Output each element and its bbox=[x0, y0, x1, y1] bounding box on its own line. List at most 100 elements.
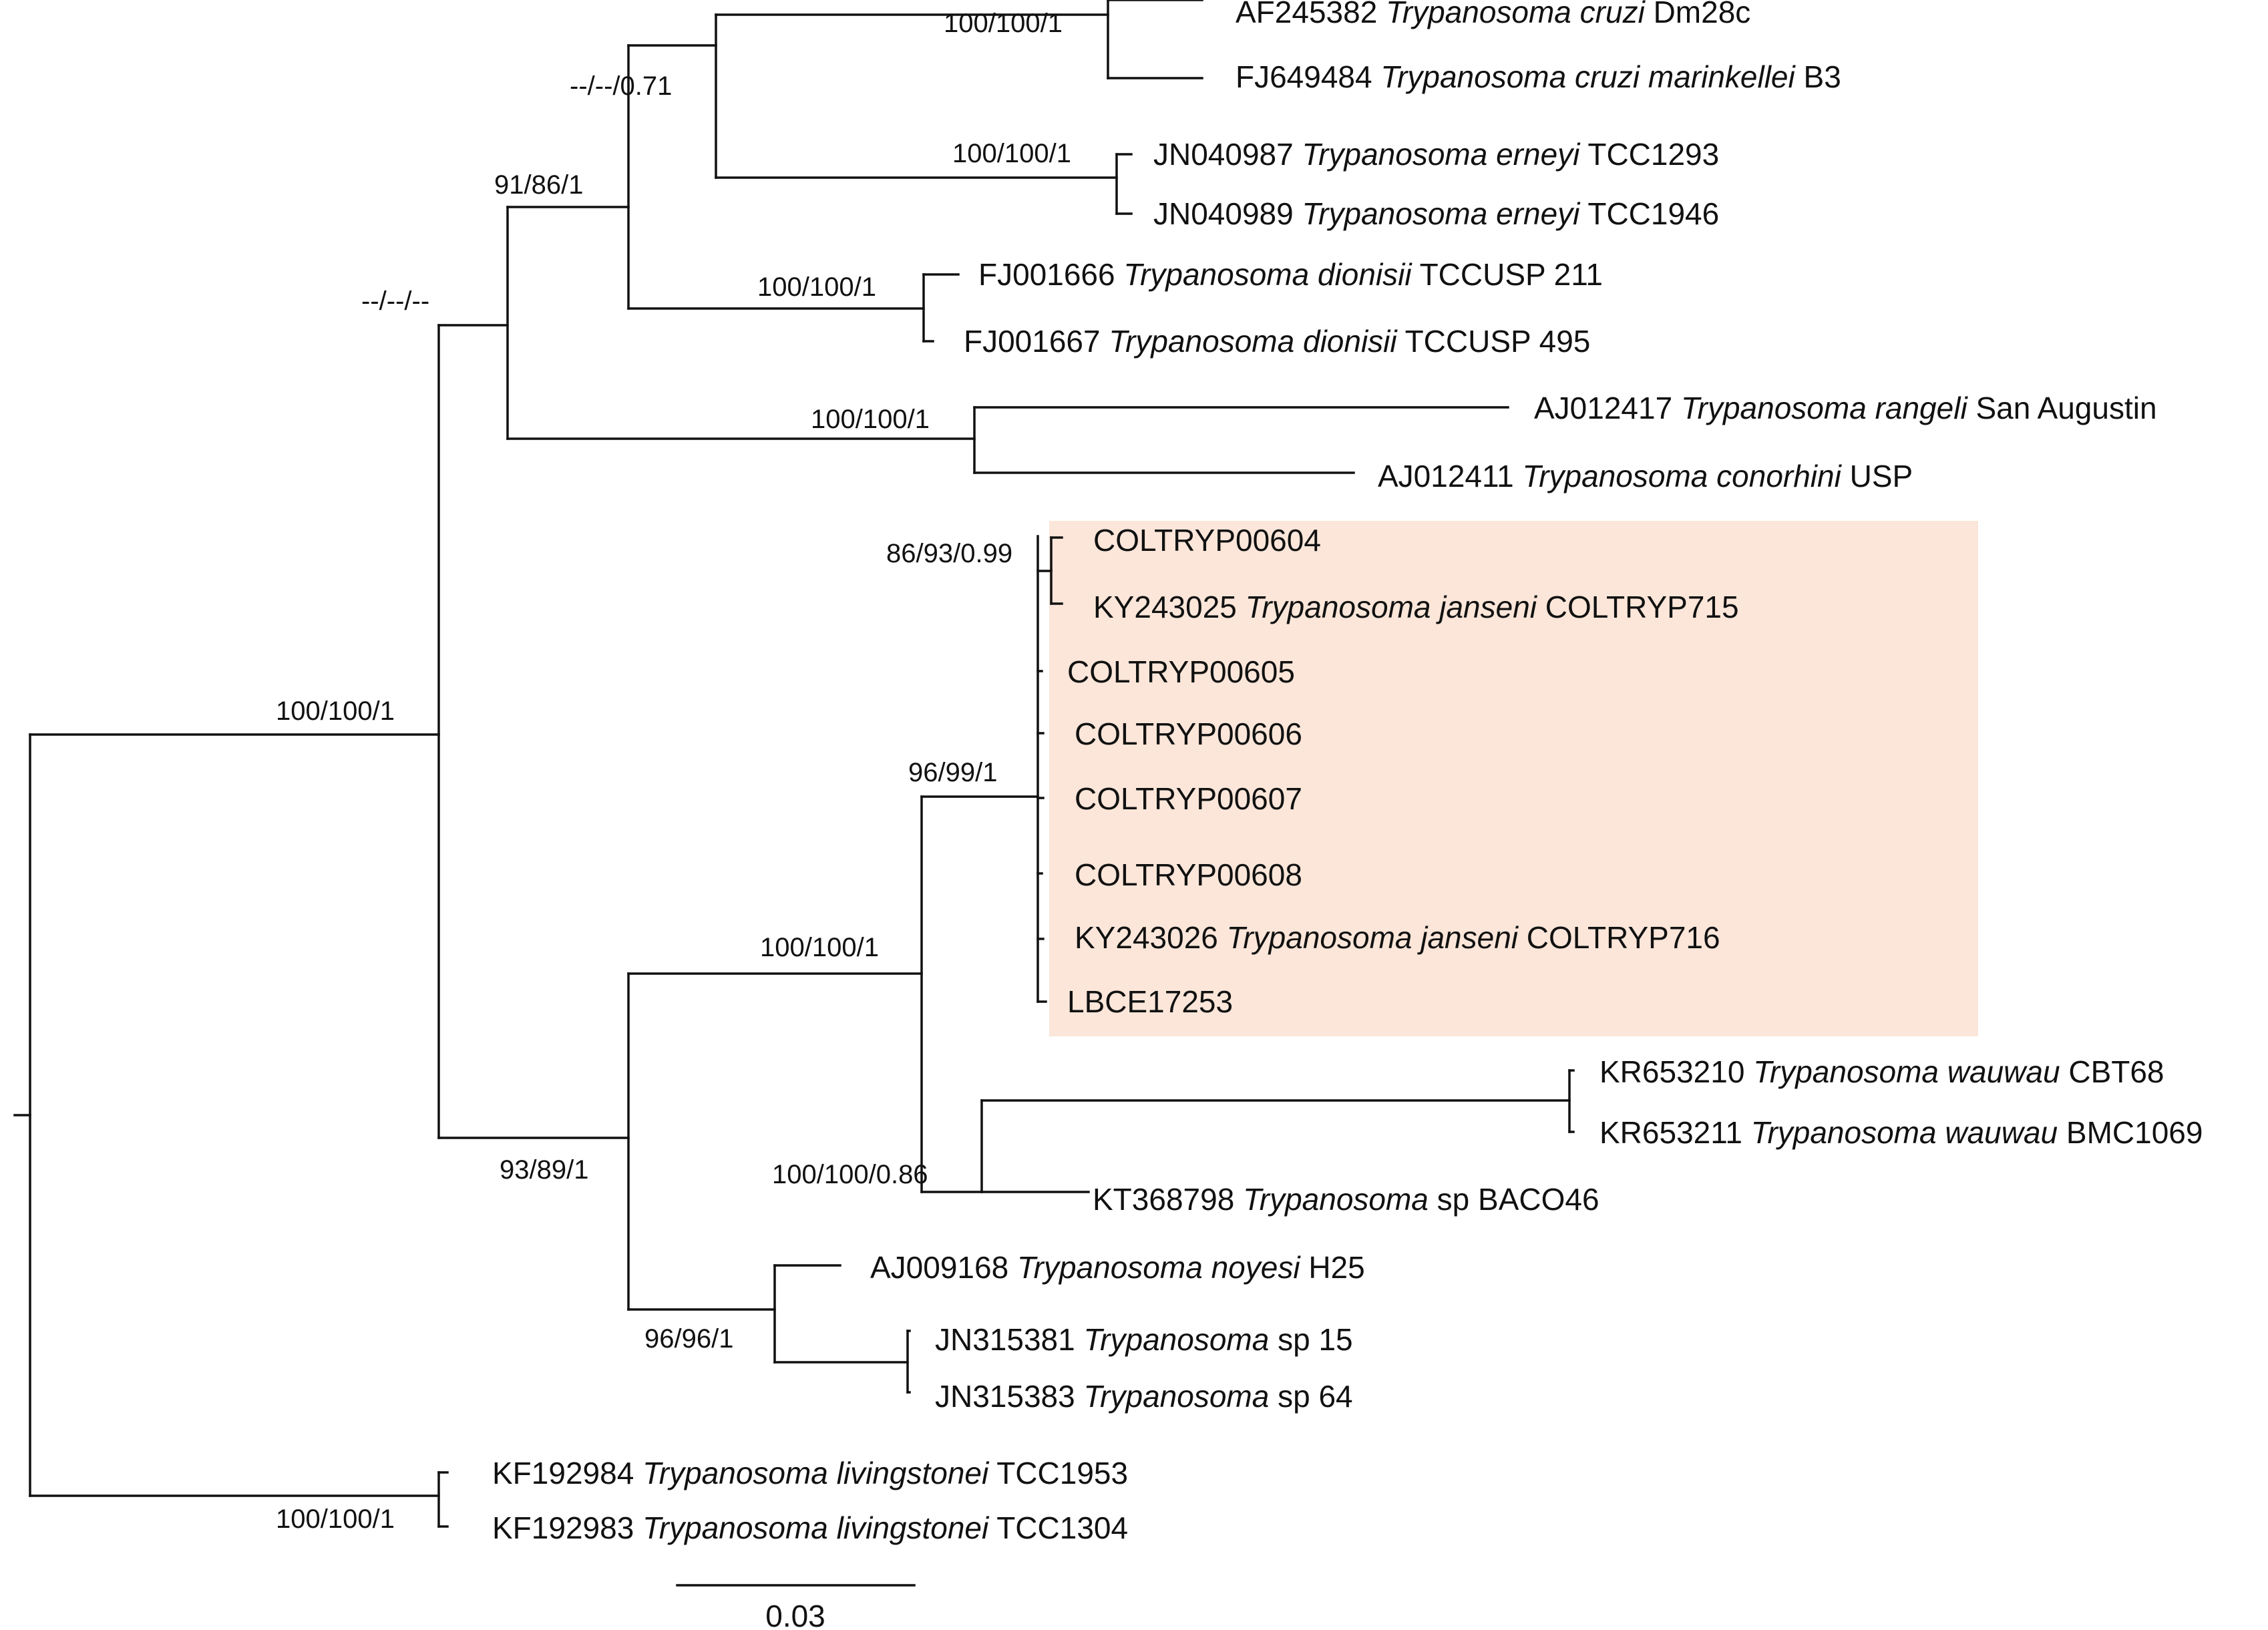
taxon-label: LBCE17253 bbox=[1067, 984, 1233, 1019]
support-value: 100/100/1 bbox=[944, 9, 1063, 38]
taxon-text: USP bbox=[1841, 459, 1913, 493]
taxon-label: AJ012411 Trypanosoma conorhini USP bbox=[1378, 459, 1913, 493]
taxon-text: COLTRYP00605 bbox=[1067, 654, 1295, 689]
support-value: 100/100/1 bbox=[276, 696, 395, 726]
taxon-text: COLTRYP00607 bbox=[1075, 781, 1302, 816]
taxon-text: AJ012417 bbox=[1534, 391, 1681, 425]
taxon-species-name: Trypanosoma conorhini bbox=[1523, 459, 1843, 493]
taxon-label: FJ649484 Trypanosoma cruzi marinkellei B… bbox=[1236, 59, 1841, 94]
janseni-clade-highlight bbox=[1049, 521, 1978, 1036]
taxon-text: KF192983 bbox=[492, 1510, 642, 1545]
tree-branches bbox=[13, 0, 1575, 1528]
support-value: 100/100/0.86 bbox=[772, 1160, 928, 1189]
taxon-label: KF192983 Trypanosoma livingstonei TCC130… bbox=[492, 1510, 1128, 1545]
support-value: 100/100/1 bbox=[276, 1504, 395, 1534]
taxon-text: KR653211 bbox=[1599, 1115, 1751, 1150]
taxon-text: LBCE17253 bbox=[1067, 984, 1233, 1019]
scale-bar: 0.03 bbox=[676, 1584, 916, 1630]
taxon-species-name: Trypanosoma bbox=[1084, 1379, 1270, 1414]
taxon-text: B3 bbox=[1795, 59, 1841, 94]
taxon-text: JN040989 bbox=[1153, 196, 1302, 231]
taxon-text: COLTRYP00604 bbox=[1093, 523, 1321, 558]
taxon-text: JN040987 bbox=[1153, 137, 1302, 172]
support-value: 100/100/1 bbox=[760, 933, 879, 962]
taxon-text: Dm28c bbox=[1645, 0, 1750, 29]
support-value: 96/99/1 bbox=[908, 758, 997, 787]
taxon-text: AJ009168 bbox=[870, 1250, 1017, 1285]
taxon-text: AF245382 bbox=[1236, 0, 1386, 29]
taxon-species-name: Trypanosoma livingstonei bbox=[642, 1456, 990, 1490]
taxon-text: sp 64 bbox=[1269, 1379, 1352, 1414]
taxon-text: TCCUSP 211 bbox=[1412, 257, 1603, 292]
taxon-text: COLTRYP716 bbox=[1518, 920, 1720, 955]
taxon-text: KF192984 bbox=[492, 1456, 642, 1490]
taxon-text: COLTRYP00606 bbox=[1075, 717, 1302, 751]
taxon-species-name: Trypanosoma cruzi bbox=[1386, 0, 1646, 29]
taxon-label: KR653210 Trypanosoma wauwau CBT68 bbox=[1599, 1054, 2164, 1089]
taxon-species-name: Trypanosoma noyesi bbox=[1017, 1250, 1301, 1285]
taxon-species-name: Trypanosoma cruzi marinkellei bbox=[1380, 59, 1796, 94]
taxon-text: TCC1304 bbox=[988, 1510, 1128, 1545]
taxon-text: TCCUSP 495 bbox=[1397, 324, 1591, 359]
taxon-text: KY243026 bbox=[1075, 920, 1227, 955]
taxon-species-name: Trypanosoma janseni bbox=[1246, 590, 1538, 624]
taxon-species-name: Trypanosoma erneyi bbox=[1302, 196, 1581, 231]
taxon-labels: AF245382 Trypanosoma cruzi Dm28cFJ649484… bbox=[492, 0, 2203, 1545]
taxon-species-name: Trypanosoma dionisii bbox=[1109, 324, 1398, 359]
support-value: --/--/-- bbox=[361, 286, 429, 316]
taxon-label: COLTRYP00604 bbox=[1093, 523, 1321, 558]
taxon-label: KF192984 Trypanosoma livingstonei TCC195… bbox=[492, 1456, 1128, 1490]
support-values: 100/100/1 --/--/0.71 100/100/1 100/100/1 91/… bbox=[276, 9, 1071, 1534]
taxon-label: JN315383 Trypanosoma sp 64 bbox=[935, 1379, 1353, 1414]
taxon-label: AJ009168 Trypanosoma noyesi H25 bbox=[870, 1250, 1365, 1285]
taxon-text: TCC1953 bbox=[988, 1456, 1128, 1490]
taxon-species-name: Trypanosoma wauwau bbox=[1751, 1115, 2058, 1150]
taxon-species-name: Trypanosoma erneyi bbox=[1302, 137, 1581, 172]
taxon-text: COLTRYP00608 bbox=[1075, 857, 1302, 892]
support-value: 93/89/1 bbox=[500, 1155, 588, 1185]
support-value: 86/93/0.99 bbox=[886, 539, 1012, 568]
taxon-species-name: Trypanosoma livingstonei bbox=[642, 1510, 990, 1545]
taxon-text: San Augustin bbox=[1967, 391, 2157, 425]
taxon-text: TCC1293 bbox=[1579, 137, 1719, 172]
taxon-label: KY243025 Trypanosoma janseni COLTRYP715 bbox=[1093, 590, 1739, 624]
taxon-text: KR653210 bbox=[1599, 1054, 1753, 1089]
taxon-species-name: Trypanosoma janseni bbox=[1227, 920, 1519, 955]
scale-bar-label: 0.03 bbox=[765, 1599, 825, 1630]
taxon-label: AF245382 Trypanosoma cruzi Dm28c bbox=[1236, 0, 1750, 29]
taxon-species-name: Trypanosoma bbox=[1243, 1182, 1429, 1217]
support-value: 100/100/1 bbox=[952, 139, 1071, 168]
taxon-text: COLTRYP715 bbox=[1537, 590, 1739, 624]
taxon-text: FJ001666 bbox=[978, 257, 1123, 292]
taxon-species-name: Trypanosoma rangeli bbox=[1681, 391, 1968, 425]
taxon-text: FJ649484 bbox=[1236, 59, 1380, 94]
taxon-label: COLTRYP00608 bbox=[1075, 857, 1302, 892]
taxon-label: FJ001666 Trypanosoma dionisii TCCUSP 211 bbox=[978, 257, 1603, 292]
taxon-text: FJ001667 bbox=[964, 324, 1109, 359]
support-value: --/--/0.71 bbox=[570, 71, 672, 101]
taxon-label: JN040989 Trypanosoma erneyi TCC1946 bbox=[1153, 196, 1719, 231]
taxon-text: CBT68 bbox=[2060, 1054, 2164, 1089]
taxon-label: KR653211 Trypanosoma wauwau BMC1069 bbox=[1599, 1115, 2203, 1150]
taxon-label: KY243026 Trypanosoma janseni COLTRYP716 bbox=[1075, 920, 1720, 955]
taxon-text: KY243025 bbox=[1093, 590, 1246, 624]
taxon-species-name: Trypanosoma bbox=[1084, 1322, 1270, 1357]
taxon-species-name: Trypanosoma dionisii bbox=[1123, 257, 1412, 292]
taxon-text: sp 15 bbox=[1269, 1322, 1352, 1357]
support-value: 96/96/1 bbox=[644, 1324, 733, 1354]
taxon-text: BMC1069 bbox=[2058, 1115, 2203, 1150]
taxon-text: TCC1946 bbox=[1579, 196, 1719, 231]
taxon-label: JN315381 Trypanosoma sp 15 bbox=[935, 1322, 1353, 1357]
taxon-label: COLTRYP00606 bbox=[1075, 717, 1302, 751]
taxon-label: FJ001667 Trypanosoma dionisii TCCUSP 495 bbox=[964, 324, 1590, 359]
support-value: 91/86/1 bbox=[494, 170, 583, 200]
taxon-label: COLTRYP00605 bbox=[1067, 654, 1295, 689]
taxon-text: KT368798 bbox=[1093, 1182, 1243, 1217]
taxon-text: H25 bbox=[1300, 1250, 1365, 1285]
support-value: 100/100/1 bbox=[811, 405, 930, 434]
taxon-label: JN040987 Trypanosoma erneyi TCC1293 bbox=[1153, 137, 1719, 172]
taxon-label: KT368798 Trypanosoma sp BACO46 bbox=[1093, 1182, 1599, 1217]
taxon-species-name: Trypanosoma wauwau bbox=[1753, 1054, 2060, 1089]
taxon-text: JN315383 bbox=[935, 1379, 1084, 1414]
